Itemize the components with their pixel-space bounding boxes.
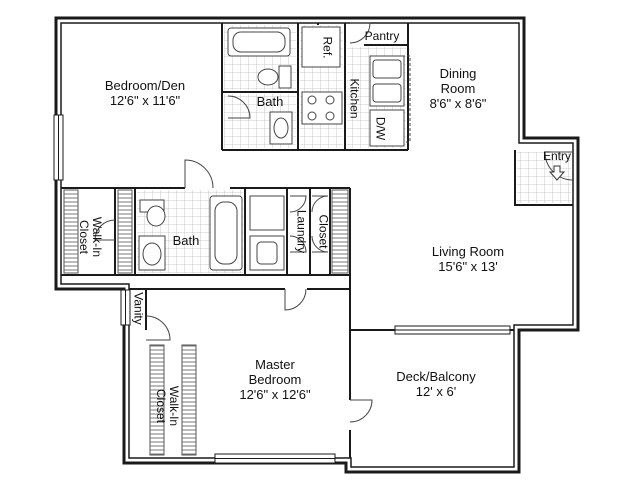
vanity-label: Vanity <box>131 284 146 334</box>
room-name: Bath <box>172 233 200 248</box>
room-name-line2: Bedroom <box>248 372 302 387</box>
room-name: Closet <box>316 214 331 249</box>
ref-label: Ref. <box>320 31 335 65</box>
room-name: Deck/Balcony <box>396 369 476 384</box>
bath-top-label: Bath <box>252 94 288 109</box>
room-size: 15'6" x 13' <box>438 259 498 274</box>
room-size: 12'6" x 12'6" <box>239 387 311 402</box>
room-name: D/W <box>373 116 388 141</box>
fixtures <box>138 26 411 271</box>
entry-label: Entry <box>536 150 578 163</box>
room-name: Walk-In <box>90 216 104 258</box>
walkin-closet-master-label: Walk-In Closet <box>154 376 181 436</box>
room-name: Pantry <box>364 29 400 43</box>
doors <box>94 22 574 423</box>
dw-label: D/W <box>373 115 388 143</box>
pantry-label: Pantry <box>360 30 404 43</box>
walkin-closet-left-label: Walk-In Closet <box>77 207 104 267</box>
room-name: Master <box>255 357 295 372</box>
interior-walls <box>61 23 573 458</box>
room-name: Walk-In <box>167 385 181 427</box>
room-name: Ref. <box>320 36 335 59</box>
room-size: 12' x 6' <box>415 384 457 399</box>
dining-room-label: Dining Room 8'6" x 8'6" <box>415 66 501 111</box>
room-name-line2: Closet <box>154 388 168 423</box>
laundry-label: Laundry <box>294 199 309 265</box>
room-name: Kitchen <box>347 78 362 119</box>
room-name: Bath <box>256 94 284 109</box>
master-bedroom-label: Master Bedroom 12'6" x 12'6" <box>225 357 325 402</box>
bath-mid-label: Bath <box>168 233 204 248</box>
room-name: Vanity <box>131 292 146 325</box>
bedroom-den-label: Bedroom/Den 12'6" x 11'6" <box>90 78 200 108</box>
room-name: Entry <box>542 149 571 163</box>
room-name: Laundry <box>294 209 309 254</box>
room-name-line2: Closet <box>77 219 91 254</box>
room-name: Living Room <box>431 244 505 259</box>
entry-arrow-icon <box>548 165 566 181</box>
room-name-line2: Room <box>440 81 476 96</box>
living-room-label: Living Room 15'6" x 13' <box>415 244 521 274</box>
kitchen-label: Kitchen <box>347 69 362 129</box>
outer-walls <box>54 16 580 474</box>
deck-balcony-label: Deck/Balcony 12' x 6' <box>383 369 489 399</box>
room-name: Bedroom/Den <box>104 78 186 93</box>
room-name: Dining <box>439 66 477 81</box>
room-size: 12'6" x 11'6" <box>109 93 181 108</box>
windows <box>53 114 511 464</box>
closet-label: Closet <box>316 204 331 260</box>
room-size: 8'6" x 8'6" <box>429 96 487 111</box>
closet-shelves <box>63 189 349 456</box>
